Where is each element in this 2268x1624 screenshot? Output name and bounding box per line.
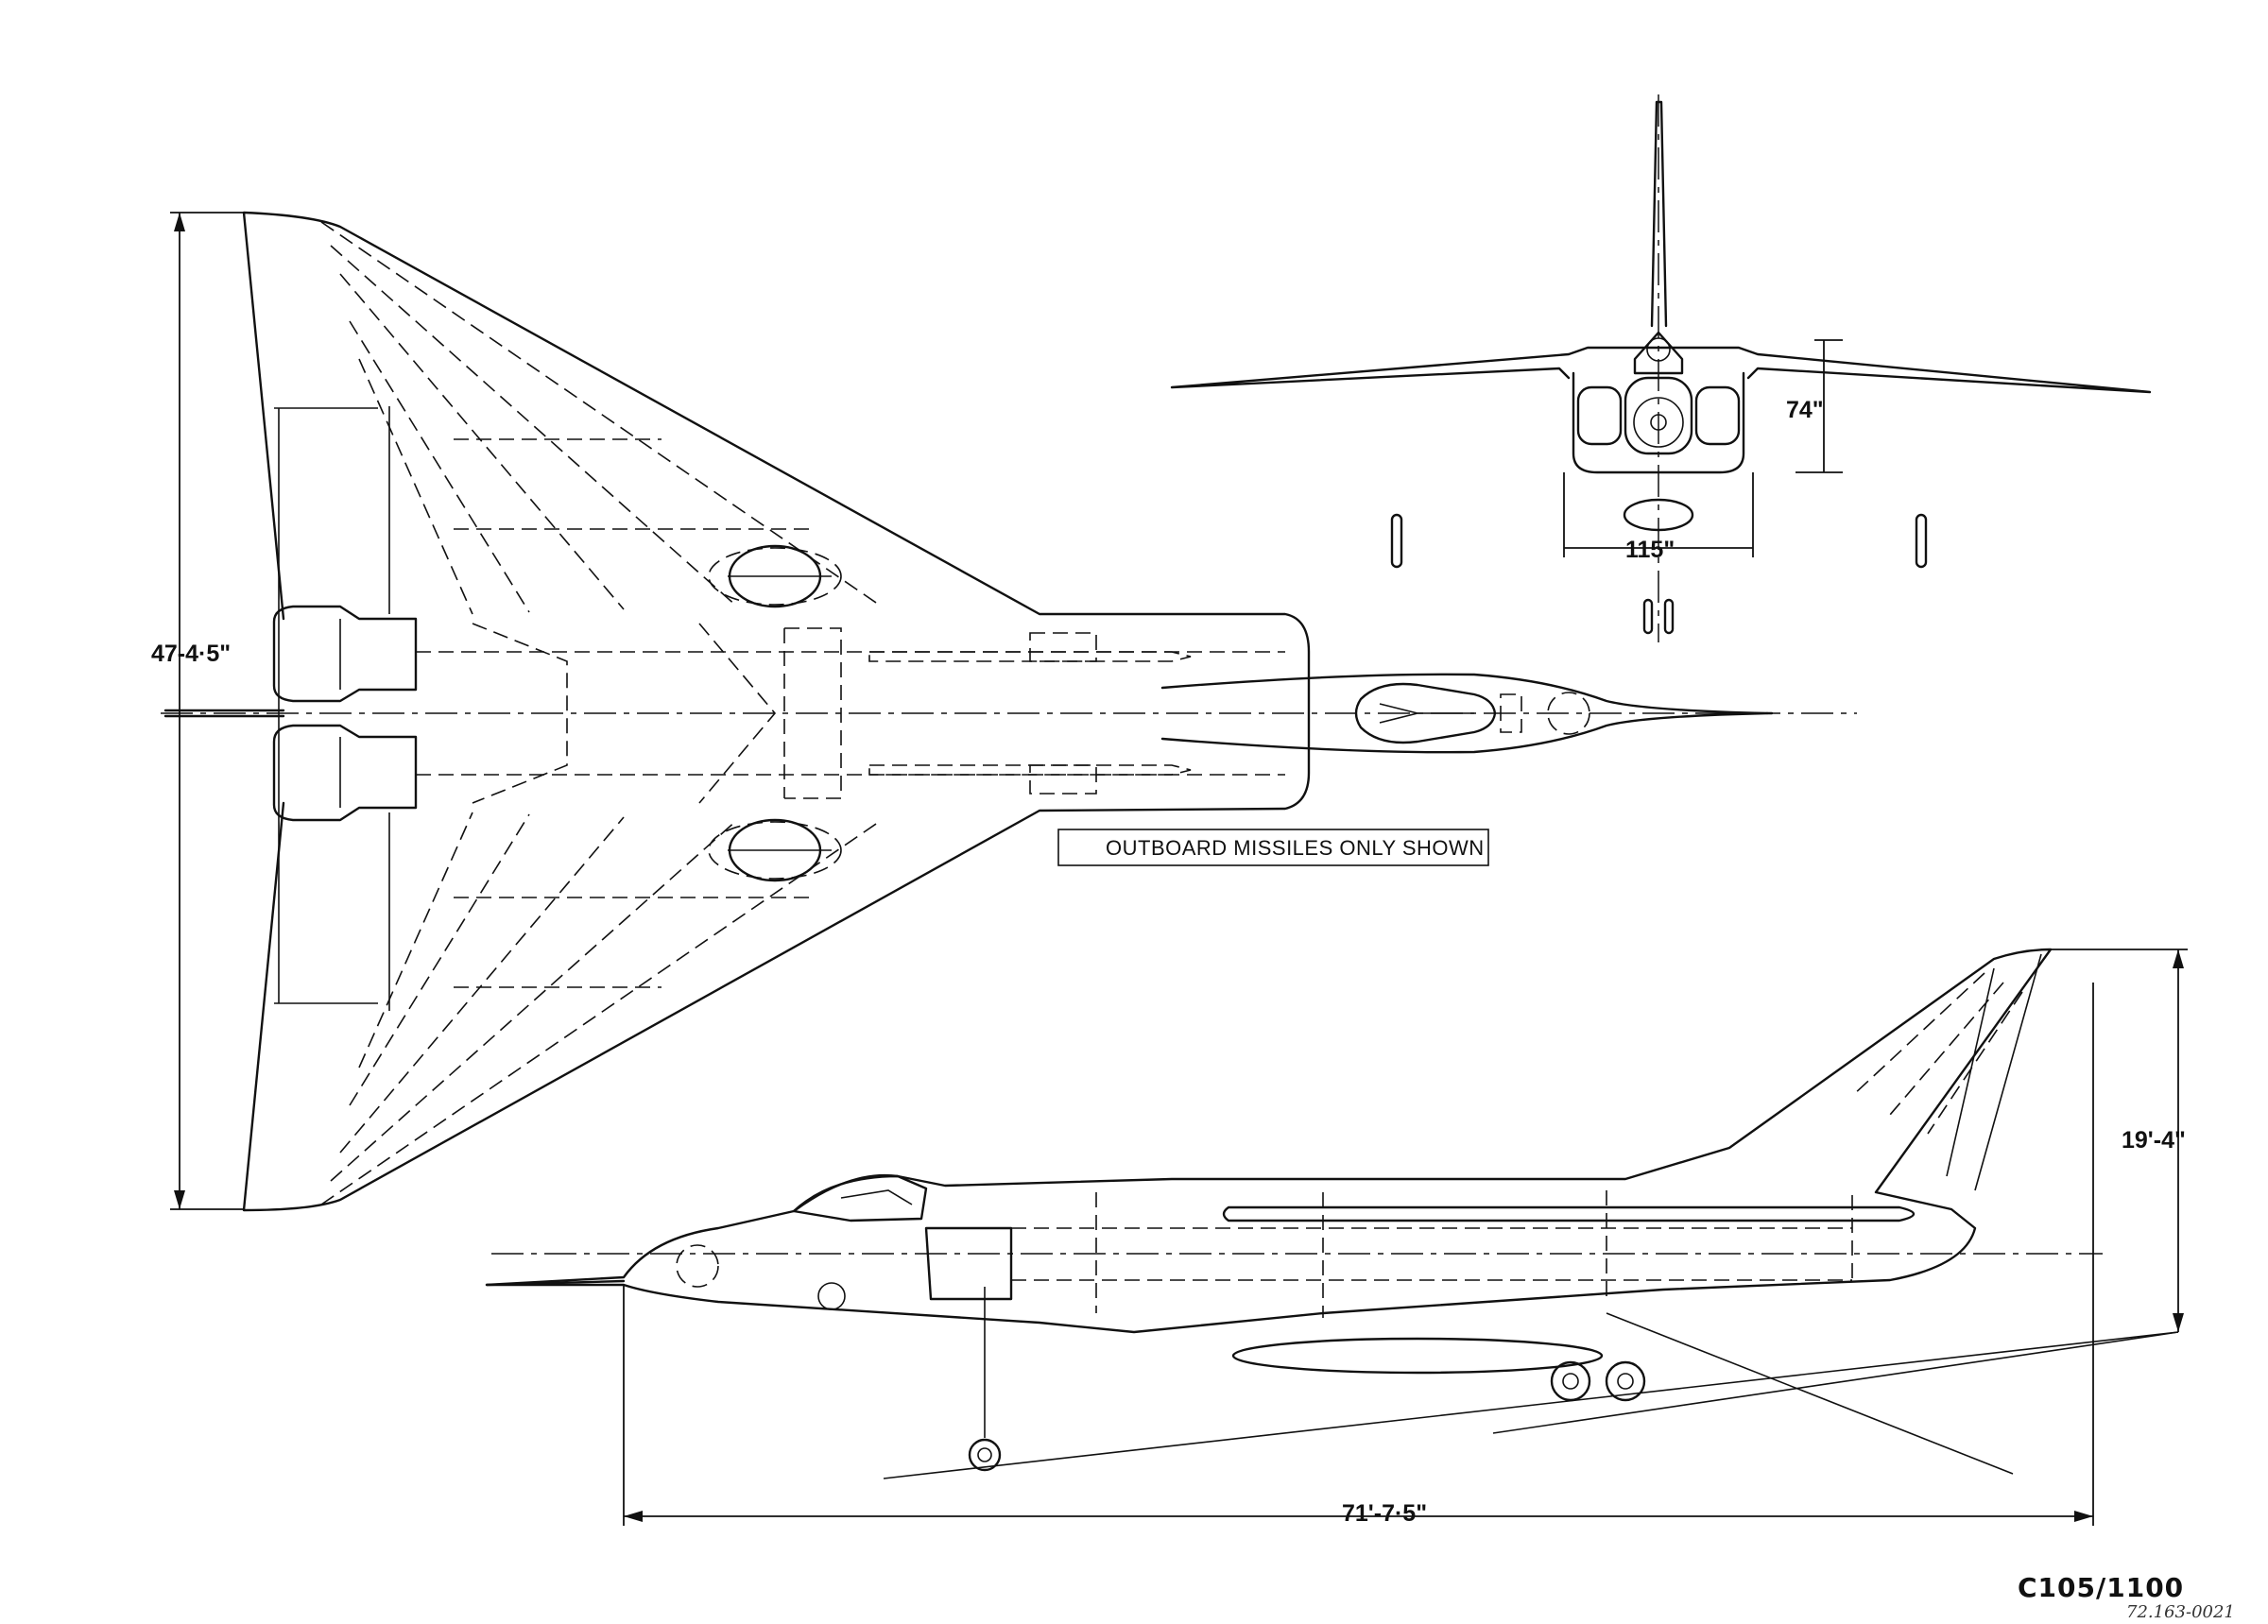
span-dimension: 47-4·5" [151, 641, 231, 667]
plan-wing-outline [242, 211, 1311, 1212]
outboard-missiles-note: OUTBOARD MISSILES ONLY SHOWN [1106, 836, 1485, 860]
front-fin [1650, 100, 1668, 328]
note-box [1057, 829, 1489, 866]
front-view: 74" 115" [1170, 94, 2152, 642]
height-dimension: 19'-4" [2122, 1127, 2186, 1154]
plan-nacelle-upper [272, 605, 418, 703]
drawing-number: C105/1100 [2018, 1572, 2184, 1603]
front-height-dimension: 74" [1786, 397, 1824, 423]
plan-view: 47-4·5" OUTBOARD MISSILES ONLY SHOWN [151, 211, 1857, 1212]
side-ventral-tank [1231, 1337, 1604, 1375]
plan-nacelle-lower [272, 724, 418, 822]
plan-canopy [1354, 682, 1497, 744]
length-dimension: 71'-7·5" [1342, 1500, 1427, 1527]
side-canopy [792, 1174, 928, 1222]
side-fuselage [485, 948, 2053, 1334]
front-width-dimension: 115" [1625, 537, 1675, 563]
archive-reference: 72.163-0021 [2126, 1602, 2235, 1622]
front-wings [1170, 346, 2152, 394]
side-view: 19'-4" 71'-7·5" [485, 948, 2188, 1527]
